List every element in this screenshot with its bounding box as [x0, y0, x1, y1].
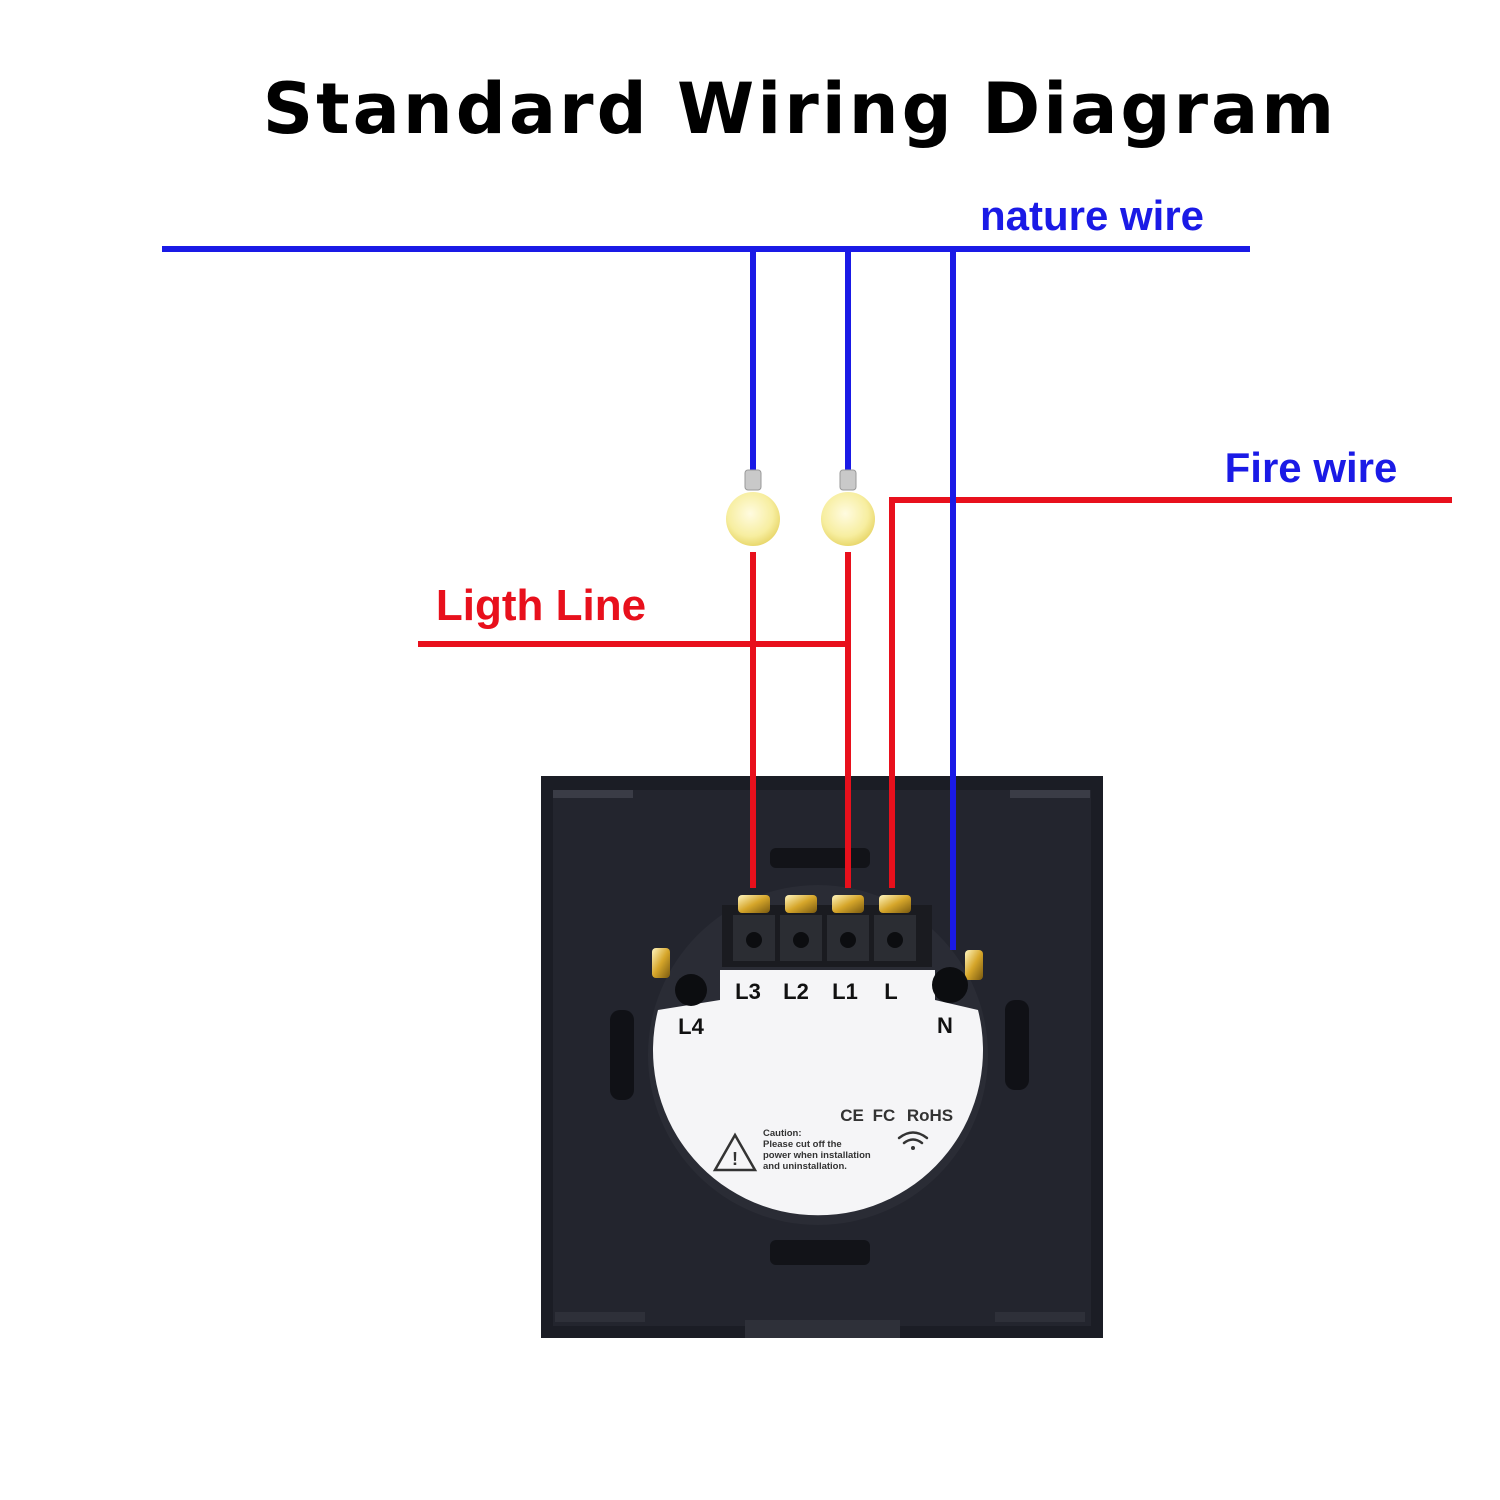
- rohs-mark: RoHS: [907, 1106, 953, 1125]
- caution-line-3: power when installation: [763, 1150, 871, 1161]
- lightbulb-icon: [821, 469, 875, 546]
- live-wires: [418, 497, 1452, 888]
- svg-text:!: !: [732, 1149, 738, 1169]
- caution-line-1: Caution:: [763, 1128, 802, 1139]
- nature-wire-label: nature wire: [980, 192, 1204, 239]
- switch-module: [648, 885, 988, 1225]
- caution-line-4: and uninstallation.: [763, 1161, 847, 1172]
- terminal-l-label: L: [884, 979, 897, 1004]
- terminal-l1-label: L1: [832, 979, 858, 1004]
- neutral-wires: [162, 246, 1250, 950]
- terminal-l3-label: L3: [735, 979, 761, 1004]
- lightbulb-icon: [726, 469, 780, 546]
- fc-mark: FC: [873, 1106, 896, 1125]
- light-line-label: Ligth Line: [436, 581, 646, 630]
- diagram-title: Standard Wiring Diagram: [263, 68, 1337, 150]
- wifi-icon: [897, 1131, 929, 1150]
- ce-mark: CE: [840, 1106, 864, 1125]
- terminal-n-label: N: [937, 1013, 953, 1038]
- terminal-l2-label: L2: [783, 979, 809, 1004]
- fire-wire-label: Fire wire: [1225, 444, 1398, 491]
- caution-line-2: Please cut off the: [763, 1139, 842, 1150]
- warning-icon: !: [712, 1132, 758, 1172]
- terminal-l4-label: L4: [678, 1014, 704, 1039]
